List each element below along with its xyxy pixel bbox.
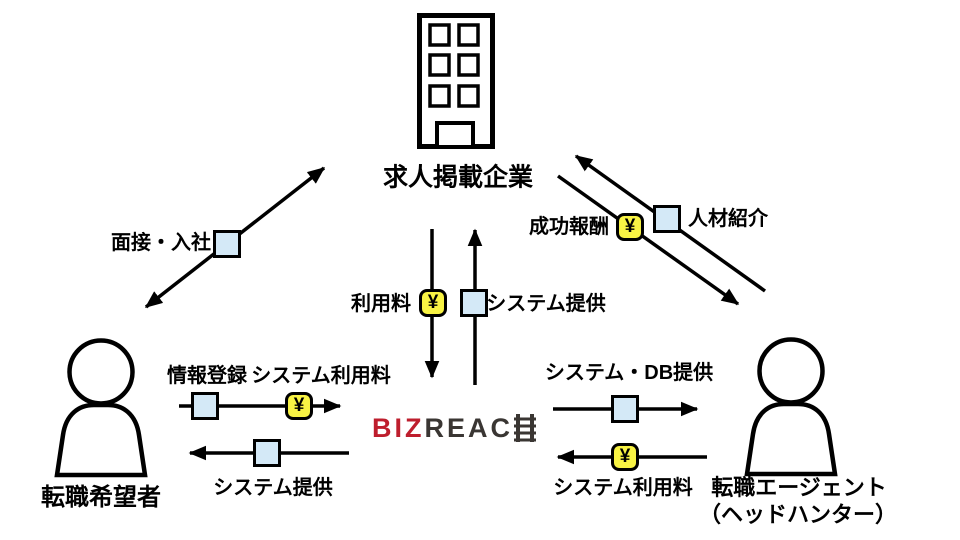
bizreach-logo-biz: BIZ [372, 412, 425, 443]
service-badge [213, 230, 241, 258]
service-badge [460, 289, 488, 317]
arrow-success-fee [556, 174, 740, 306]
job-seeker-label: 転職希望者 [41, 483, 161, 511]
system-to-company-label: システム提供 [486, 293, 606, 315]
info-registration-label: 情報登録 [167, 365, 247, 387]
service-badge [611, 395, 639, 423]
agent-label-line1: 転職エージェント [711, 474, 887, 500]
company-label: 求人掲載企業 [382, 163, 534, 192]
service-badge [191, 392, 219, 420]
person-icon [54, 338, 148, 478]
interview-join-label: 面接・入社 [111, 232, 211, 254]
service-badge [253, 439, 281, 467]
service-badge [653, 205, 681, 233]
usage-fee-label: 利用料 [351, 293, 411, 315]
bizreach-ladder-h-icon [514, 414, 537, 442]
success-fee-label: 成功報酬 [529, 216, 609, 238]
system-fee-from-seeker-label: システム利用料 [251, 365, 391, 387]
yen-badge: ¥ [616, 213, 644, 241]
system-fee-from-agent-label: システム利用料 [553, 477, 693, 499]
system-db-provide-label: システム・DB提供 [544, 362, 714, 384]
person-icon [744, 337, 838, 477]
referral-label: 人材紹介 [688, 208, 768, 230]
system-to-seeker-label: システム提供 [213, 477, 333, 499]
yen-badge: ¥ [419, 289, 447, 317]
agent-label-line2: （ヘッドハンター） [698, 501, 898, 527]
building-icon [417, 13, 495, 149]
bizreach-logo-reach: REAC [424, 412, 514, 443]
yen-badge: ¥ [285, 392, 313, 420]
yen-badge: ¥ [611, 443, 639, 471]
